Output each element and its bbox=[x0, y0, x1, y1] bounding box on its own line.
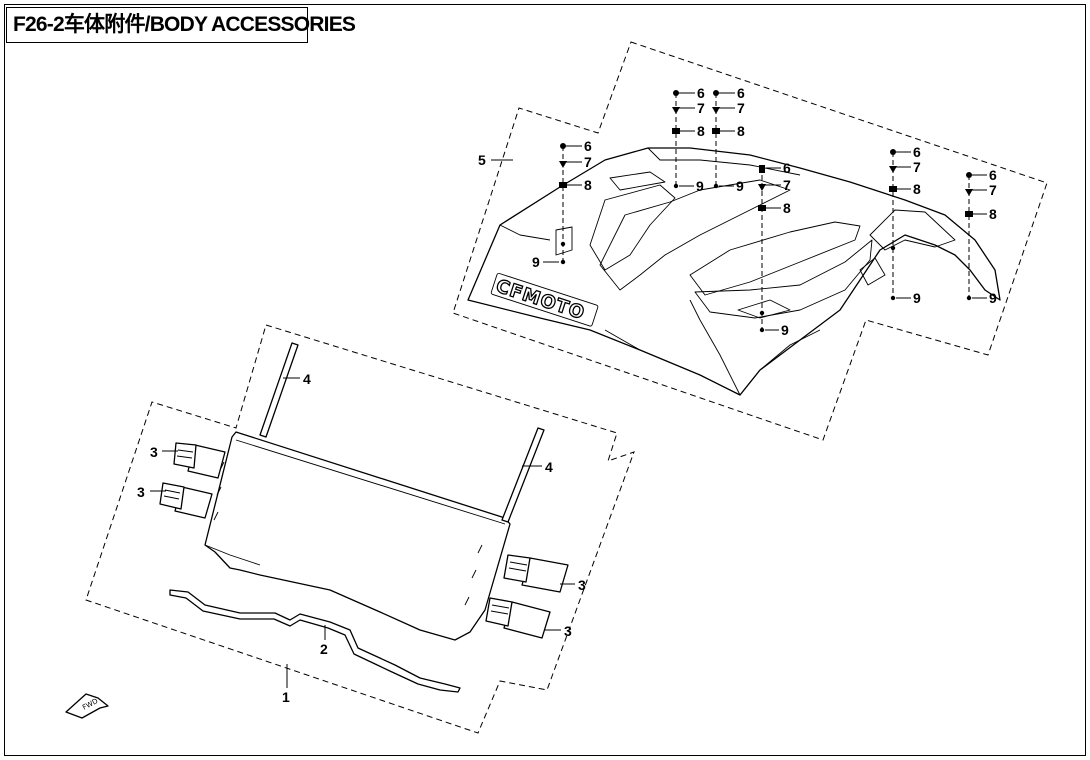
fastener-stack-b bbox=[672, 90, 695, 189]
callout-9-e: 9 bbox=[913, 290, 921, 306]
trim-strip-part-4-left bbox=[259, 342, 299, 438]
support-rod-part-2 bbox=[169, 589, 461, 693]
callout-7-b: 7 bbox=[697, 100, 705, 116]
page-title: F26-2车体附件/BODY ACCESSORIES bbox=[6, 7, 356, 43]
callout-8-b: 8 bbox=[697, 123, 705, 139]
assembly-boundary-5 bbox=[452, 41, 1048, 441]
forward-direction-arrow-icon: FWD bbox=[65, 693, 109, 719]
callout-9-a: 9 bbox=[532, 254, 540, 270]
callout-6-c: 6 bbox=[737, 85, 745, 101]
callout-2: 2 bbox=[320, 641, 328, 657]
callout-6-d: 6 bbox=[783, 160, 791, 176]
callout-9-d: 9 bbox=[781, 322, 789, 338]
fastener-stack-f bbox=[965, 172, 987, 301]
callout-4-left: 4 bbox=[303, 371, 311, 387]
callout-7-e: 7 bbox=[913, 159, 921, 175]
callout-3-a: 3 bbox=[150, 444, 158, 460]
callout-6-a: 6 bbox=[584, 138, 592, 154]
callout-7-f: 7 bbox=[989, 182, 997, 198]
callout-8-a: 8 bbox=[584, 177, 592, 193]
trim-strip-part-4-right bbox=[501, 427, 545, 523]
strap-part-3-d bbox=[485, 597, 551, 639]
lower-panel-part-1 bbox=[204, 431, 511, 641]
callout-8-c: 8 bbox=[737, 123, 745, 139]
drawing-frame bbox=[4, 4, 1086, 756]
strap-part-3-b bbox=[159, 482, 213, 519]
fastener-stack-c bbox=[712, 90, 735, 189]
callout-4-right: 4 bbox=[545, 459, 553, 475]
callout-1: 1 bbox=[282, 689, 290, 705]
callout-7-c: 7 bbox=[737, 100, 745, 116]
callout-9-b: 9 bbox=[696, 178, 704, 194]
strap-part-3-a bbox=[173, 442, 226, 479]
assembly-boundary-1 bbox=[85, 324, 635, 734]
callout-7-a: 7 bbox=[584, 154, 592, 170]
callout-8-e: 8 bbox=[913, 181, 921, 197]
callout-6-f: 6 bbox=[989, 167, 997, 183]
body-panel-part-5: CFMOTO bbox=[467, 147, 1001, 396]
callout-7-d: 7 bbox=[783, 177, 791, 193]
callout-9-c: 9 bbox=[736, 178, 744, 194]
fastener-stack-d bbox=[758, 165, 781, 333]
callout-6-e: 6 bbox=[913, 144, 921, 160]
callout-3-c: 3 bbox=[578, 577, 586, 593]
callout-3-b: 3 bbox=[137, 484, 145, 500]
callout-3-d: 3 bbox=[564, 623, 572, 639]
callout-8-f: 8 bbox=[989, 206, 997, 222]
callout-8-d: 8 bbox=[783, 200, 791, 216]
callout-9-f: 9 bbox=[989, 290, 997, 306]
fastener-stack-e bbox=[889, 149, 911, 301]
fastener-stack-a bbox=[543, 143, 582, 265]
callout-6-b: 6 bbox=[697, 85, 705, 101]
callout-5: 5 bbox=[478, 152, 486, 168]
strap-part-3-c bbox=[503, 554, 569, 593]
